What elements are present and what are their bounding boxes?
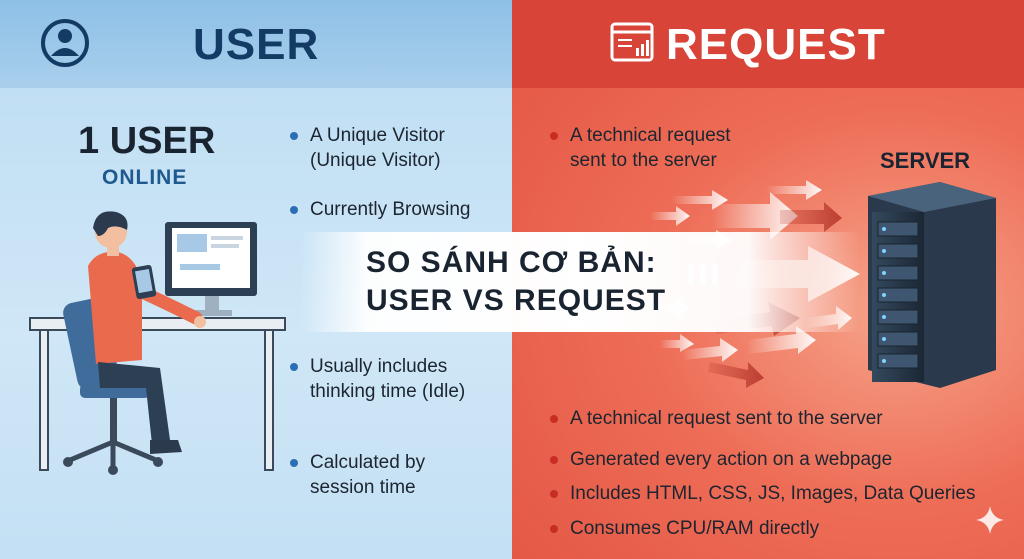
request-header [512,0,1024,88]
person-at-computer-illustration [29,211,286,475]
user-bullet-idle: Usually includes thinking time (Idle) [290,354,466,404]
user-count-label: 1 USER [78,120,216,162]
bullet-line: Usually includes [310,356,448,377]
browser-window-icon [610,22,654,62]
bullet-dot [550,415,558,423]
user-bullet-browsing: Currently Browsing [290,197,471,222]
bullet-line: Calculated by [310,452,426,473]
request-bullet: Generated every action on a webpage [550,447,893,472]
request-header-title: REQUEST [666,20,886,69]
bullet-line: Currently Browsing [310,199,471,220]
bullet-line: Consumes CPU/RAM directly [570,518,820,539]
bullet-dot [550,490,558,498]
bullet-line: A Unique Visitor [310,125,445,146]
bullet-dot [550,456,558,464]
comparison-banner [300,232,860,332]
bullet-dot [290,132,298,140]
bullet-dot [550,525,558,533]
user-header-title: USER [193,20,320,69]
bullet-dot [290,459,298,467]
bullet-line: (Unique Visitor) [310,150,441,171]
bullet-line: A technical request [570,125,731,146]
sparkle-icon [976,506,1004,534]
request-bullet: Includes HTML, CSS, JS, Images, Data Que… [550,481,976,506]
user-bullet-unique-visitor: A Unique Visitor (Unique Visitor) [290,123,445,173]
request-bullet: A technical request sent to the server [550,406,883,431]
server-rack-icon [868,182,996,388]
user-avatar-icon [41,19,89,67]
server-label: SERVER [880,148,971,173]
user-bullet-session: Calculated by session time [290,450,426,500]
bullet-line: Includes HTML, CSS, JS, Images, Data Que… [570,483,976,504]
bullet-line: sent to the server [570,150,717,171]
banner-title-line1: SO SÁNH CƠ BẢN: [366,246,657,279]
bullet-line: Generated every action on a webpage [570,449,893,470]
bullet-line: A technical request sent to the server [570,408,883,429]
bullet-dot [290,363,298,371]
request-bullet: Consumes CPU/RAM directly [550,516,820,541]
bullet-dot [550,132,558,140]
online-status-label: ONLINE [102,166,188,189]
bullet-line: thinking time (Idle) [310,381,466,402]
banner-title-line2: USER VS REQUEST [366,284,667,317]
bullet-dot [290,206,298,214]
bullet-line: session time [310,477,416,498]
request-bullet-top: A technical request sent to the server [550,123,731,173]
